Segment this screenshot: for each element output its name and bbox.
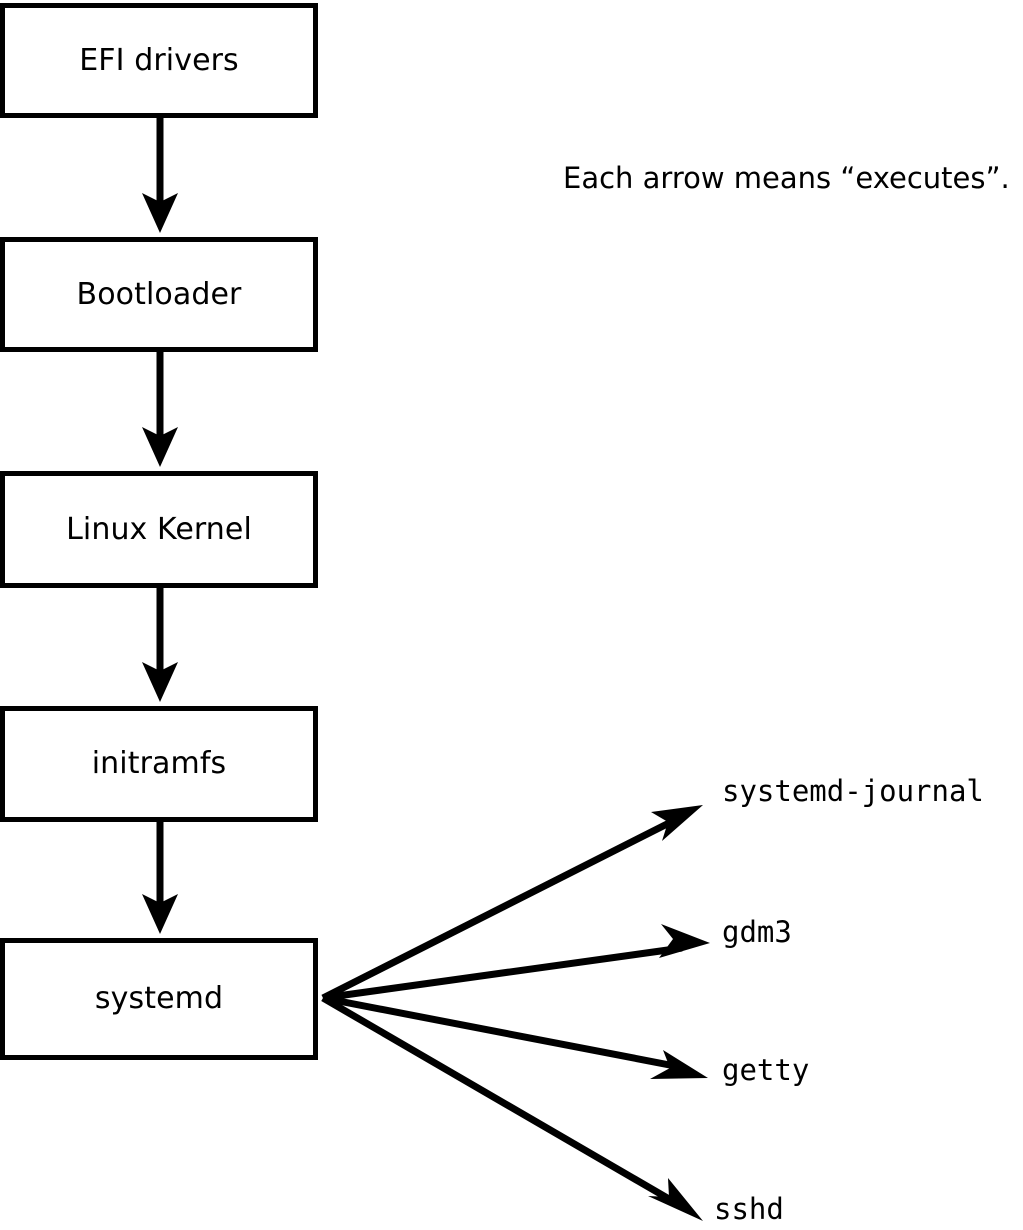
stage-label-efi-drivers: EFI drivers — [79, 42, 239, 78]
stage-label-initramfs: initramfs — [91, 746, 227, 781]
service-label-gdm3: gdm3 — [722, 915, 792, 949]
service-arrow-systemd-journal — [321, 805, 703, 1002]
stage-label-systemd: systemd — [94, 981, 224, 1016]
chain-arrow-bootloader-to-kernel — [142, 352, 178, 467]
stage-label-linux-kernel: Linux Kernel — [66, 511, 252, 547]
stage-box-linux-kernel[interactable]: Linux Kernel — [0, 471, 318, 588]
service-arrow-getty — [322, 994, 708, 1079]
service-label-sshd: sshd — [714, 1192, 784, 1226]
chain-arrow-initramfs-to-systemd — [142, 822, 178, 934]
stage-box-bootloader[interactable]: Bootloader — [0, 237, 318, 352]
service-arrow-sshd — [321, 994, 703, 1221]
stage-box-efi-drivers[interactable]: EFI drivers — [0, 3, 318, 118]
stage-box-initramfs[interactable]: initramfs — [0, 706, 318, 822]
chain-arrow-kernel-to-initramfs — [142, 588, 178, 702]
service-arrow-gdm3 — [322, 924, 710, 1002]
legend-note: Each arrow means “executes”. — [563, 161, 1010, 195]
stage-label-bootloader: Bootloader — [76, 276, 242, 312]
service-label-systemd-journal: systemd-journal — [722, 774, 984, 808]
stage-box-systemd[interactable]: systemd — [0, 938, 318, 1060]
chain-arrow-efi-to-bootloader — [142, 118, 178, 233]
service-label-getty: getty — [722, 1053, 810, 1087]
